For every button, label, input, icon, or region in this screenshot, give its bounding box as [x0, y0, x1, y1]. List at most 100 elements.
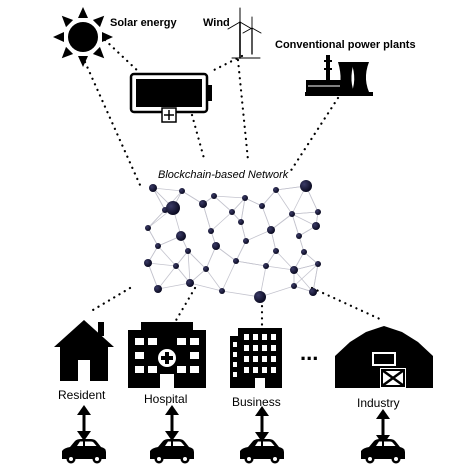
network-edge: [270, 213, 293, 231]
network-node: [208, 228, 214, 234]
network-nodes: [144, 180, 321, 303]
network-node: [315, 209, 321, 215]
hospital-bidirectional-arrow: [163, 403, 181, 443]
connector-network-industry: [310, 286, 384, 322]
network-edge: [265, 250, 277, 267]
network-node: [166, 201, 180, 215]
hospital-car-icon: [150, 439, 194, 464]
network-edge: [147, 262, 177, 267]
network-edge: [147, 262, 159, 290]
network-node: [179, 188, 185, 194]
storage-battery-icon: [129, 72, 212, 123]
network-edge: [293, 263, 319, 287]
network-node: [186, 279, 194, 287]
network-node: [203, 266, 209, 272]
network-edge: [152, 187, 166, 211]
network-edge: [312, 263, 319, 293]
network-node: [185, 248, 191, 254]
connector-solar-network: [83, 60, 142, 187]
resident-bidirectional-arrow: [75, 403, 93, 443]
network-node: [199, 200, 207, 208]
network-edge: [291, 211, 319, 215]
network-edge: [187, 250, 191, 284]
industry-label: Industry: [357, 396, 400, 410]
network-node: [259, 203, 265, 209]
network-edge: [240, 197, 246, 223]
network-edge: [175, 250, 189, 267]
connector-wind-network: [236, 58, 250, 162]
connector-storage-network: [190, 113, 207, 164]
network-node: [312, 222, 320, 230]
network-edge: [181, 190, 204, 205]
hospital-icon: [128, 322, 206, 388]
network-edge: [202, 203, 212, 232]
business-building-icon: [230, 328, 282, 388]
network-edge: [275, 189, 293, 215]
network-edge: [213, 195, 246, 199]
network-edge: [235, 260, 267, 267]
more-consumers-ellipsis: ...: [300, 340, 318, 365]
network-node: [243, 238, 249, 244]
network-node: [300, 180, 312, 192]
network-node: [229, 209, 235, 215]
network-edge: [187, 250, 207, 270]
resident-label: Resident: [58, 388, 106, 402]
network-edge: [235, 240, 247, 262]
network-node: [315, 261, 321, 267]
network-edge: [147, 209, 166, 229]
network-node: [211, 193, 217, 199]
sun-icon: [53, 7, 113, 67]
network-edge: [291, 213, 300, 237]
business-car-icon: [240, 439, 284, 464]
network-node: [145, 225, 151, 231]
network-edge: [240, 221, 247, 242]
hospital-label: Hospital: [144, 392, 187, 406]
wind-label: Wind: [203, 17, 230, 29]
network-edge: [157, 265, 177, 290]
network-edge: [303, 251, 319, 265]
network-edge: [205, 268, 223, 292]
network-node: [291, 283, 297, 289]
network-node: [219, 288, 225, 294]
network-node: [176, 231, 186, 241]
storage-label: Storage: [143, 87, 188, 101]
network-node: [254, 291, 266, 303]
network-edge: [221, 260, 237, 292]
network-edge: [231, 197, 246, 213]
network-node: [149, 184, 157, 192]
network-node: [238, 219, 244, 225]
network-node: [290, 266, 298, 274]
network-edge: [205, 245, 217, 270]
network-edge: [261, 205, 272, 231]
network-node: [173, 263, 179, 269]
network-node: [154, 285, 162, 293]
network-edge: [265, 265, 295, 271]
network-node: [242, 195, 248, 201]
connector-network-resident: [91, 286, 132, 312]
network-edge: [189, 282, 223, 292]
network-edge: [215, 245, 237, 262]
network-node: [155, 243, 161, 249]
network-edge: [157, 245, 177, 267]
network-edge: [221, 290, 261, 298]
network-edge: [261, 189, 277, 207]
network-edge: [293, 269, 314, 293]
barn-icon: [335, 326, 433, 388]
network-edge: [293, 263, 319, 271]
connector-solar-storage: [103, 38, 142, 75]
connector-plants-network: [288, 96, 340, 174]
network-edge: [147, 227, 159, 247]
network-edge: [244, 197, 263, 207]
network-node: [233, 258, 239, 264]
network-node: [144, 259, 152, 267]
network-edge: [157, 282, 191, 290]
network-node: [267, 226, 275, 234]
wind-turbine-icon: [227, 7, 262, 59]
connector-network-hospital: [173, 286, 197, 324]
network-node: [301, 249, 307, 255]
business-bidirectional-arrow: [253, 404, 271, 444]
house-icon: [54, 320, 114, 381]
network-node: [263, 263, 269, 269]
connector-lines: [83, 38, 384, 327]
